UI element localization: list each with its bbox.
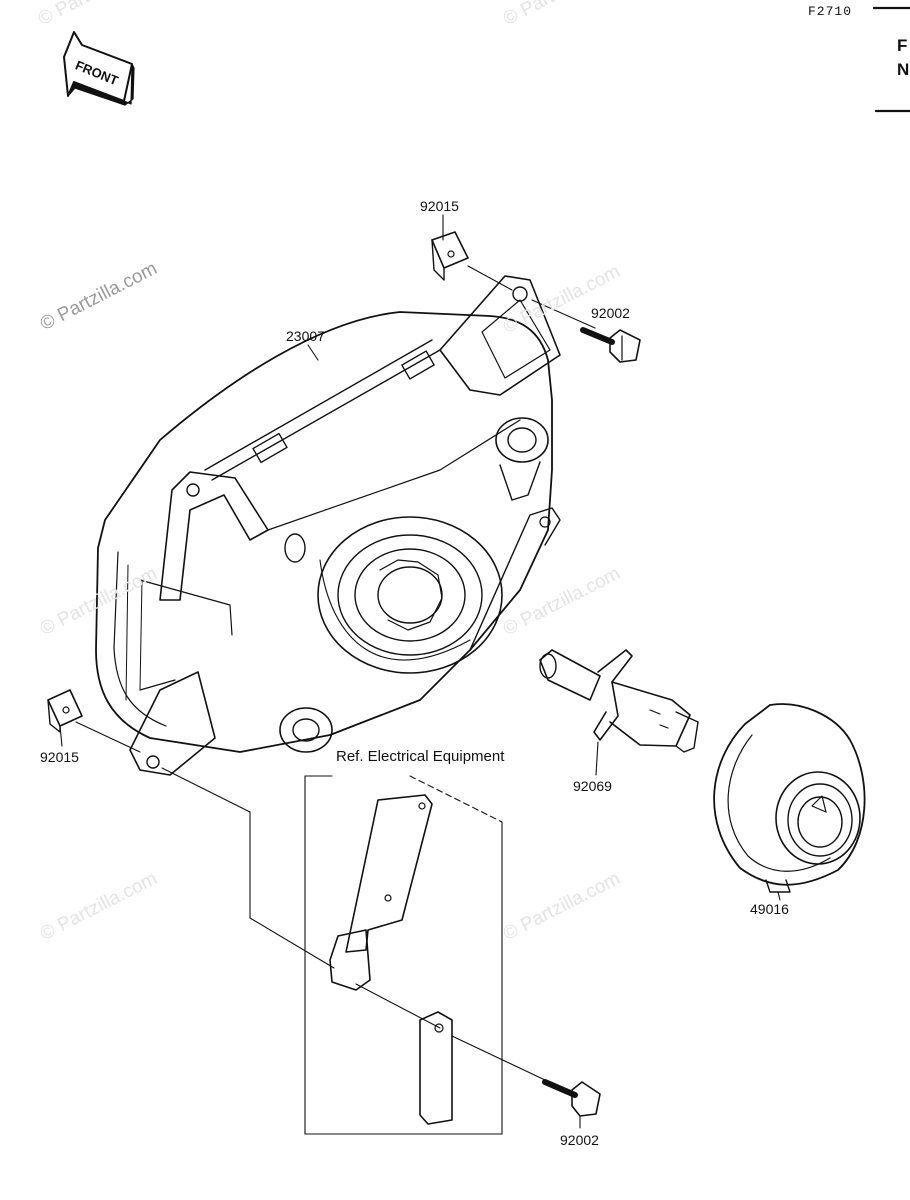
- part-label-92002-top: 92002: [591, 305, 630, 321]
- corner-text-1: F: [897, 36, 908, 55]
- ref-bracket-lower: [419, 1011, 453, 1125]
- bulb: [539, 649, 699, 753]
- front-arrow-icon: [63, 31, 135, 106]
- page-frame: [872, 6, 910, 113]
- part-label-49016: 49016: [750, 901, 789, 917]
- part-label-23007: 23007: [286, 328, 325, 344]
- figure-code: F2710: [808, 4, 853, 19]
- part-label-92002-bottom: 92002: [560, 1132, 599, 1148]
- ref-bracket-upper: [329, 794, 433, 991]
- bolt-bottom: [542, 1077, 601, 1117]
- part-label-92069: 92069: [573, 778, 612, 794]
- bolt-top: [580, 325, 641, 363]
- part-label-92015-left: 92015: [40, 749, 79, 765]
- ref-electrical-note: Ref. Electrical Equipment: [336, 748, 505, 765]
- ref-group-frame: [304, 775, 503, 1135]
- bulb-cover: [713, 703, 866, 893]
- headlight-housing: [95, 275, 561, 776]
- part-label-92015-top: 92015: [420, 198, 459, 214]
- clip-nut-top: [431, 231, 469, 281]
- corner-text-2: N: [897, 60, 910, 79]
- leader-lines: [59, 214, 781, 1129]
- clip-nut-left: [47, 689, 83, 733]
